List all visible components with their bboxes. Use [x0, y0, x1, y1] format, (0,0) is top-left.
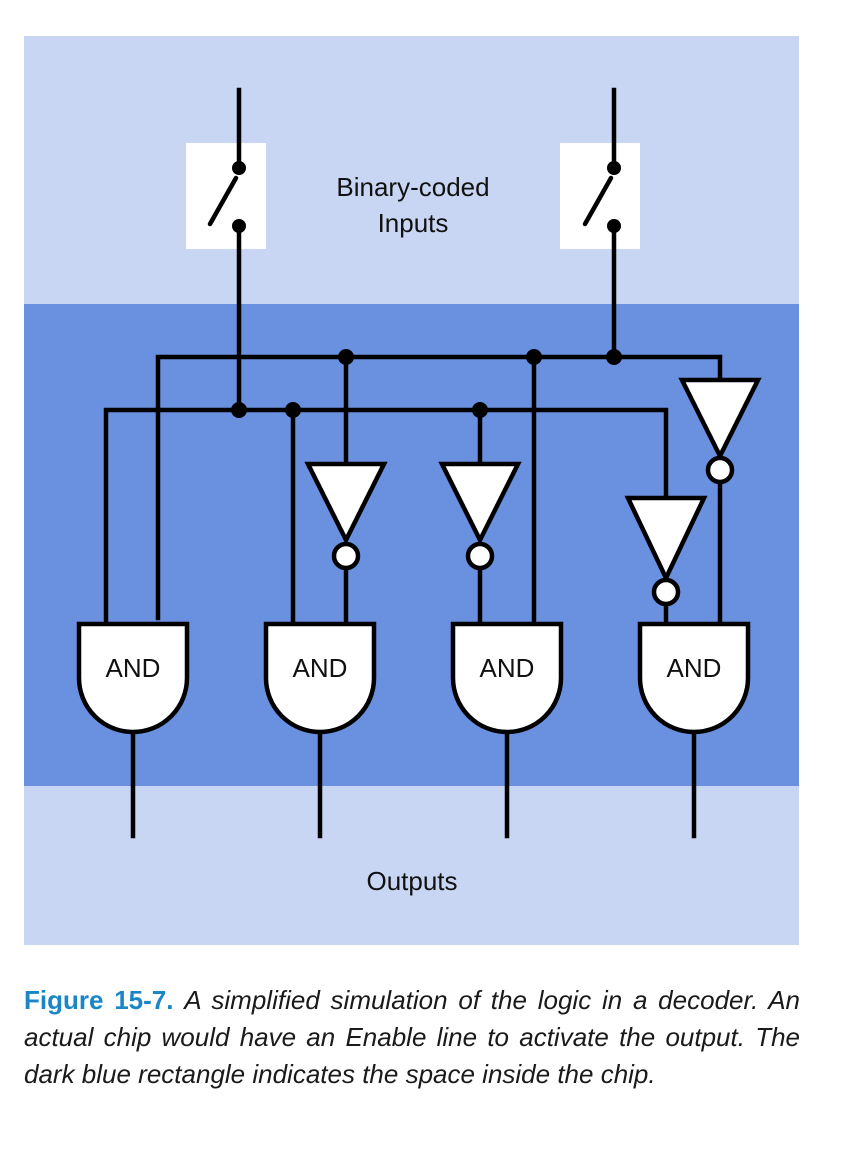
and-gate-1: AND	[76, 621, 190, 735]
input-switch-1	[186, 143, 266, 249]
and-gate-label: AND	[106, 653, 161, 683]
inverter-1	[304, 461, 388, 571]
output-band	[24, 786, 799, 945]
and-gate-label: AND	[667, 653, 722, 683]
and-gate-label: AND	[293, 653, 348, 683]
wires	[103, 87, 723, 839]
inverter-3	[624, 495, 708, 607]
junction-dots	[231, 161, 622, 418]
inputs-label-line2: Inputs	[378, 208, 449, 238]
caption-lead: Figure 15-7.	[24, 985, 174, 1015]
inverter-2	[438, 461, 522, 571]
and-gate-2: AND	[263, 621, 377, 735]
inputs-label-line1: Binary-coded	[336, 172, 489, 202]
decoder-diagram: AND AND AND AND Binary-coded Inputs Outp…	[24, 36, 799, 945]
and-gate-label: AND	[480, 653, 535, 683]
caption-text: A simplified simulation of the logic in …	[24, 985, 801, 1089]
and-gate-4: AND	[637, 621, 751, 735]
and-gate-3: AND	[450, 621, 564, 735]
input-band	[24, 36, 799, 304]
outputs-label: Outputs	[366, 866, 457, 896]
input-switch-2	[560, 143, 640, 249]
inverter-4	[678, 377, 762, 485]
figure-caption: Figure 15-7. A simplified simulation of …	[24, 982, 800, 1093]
